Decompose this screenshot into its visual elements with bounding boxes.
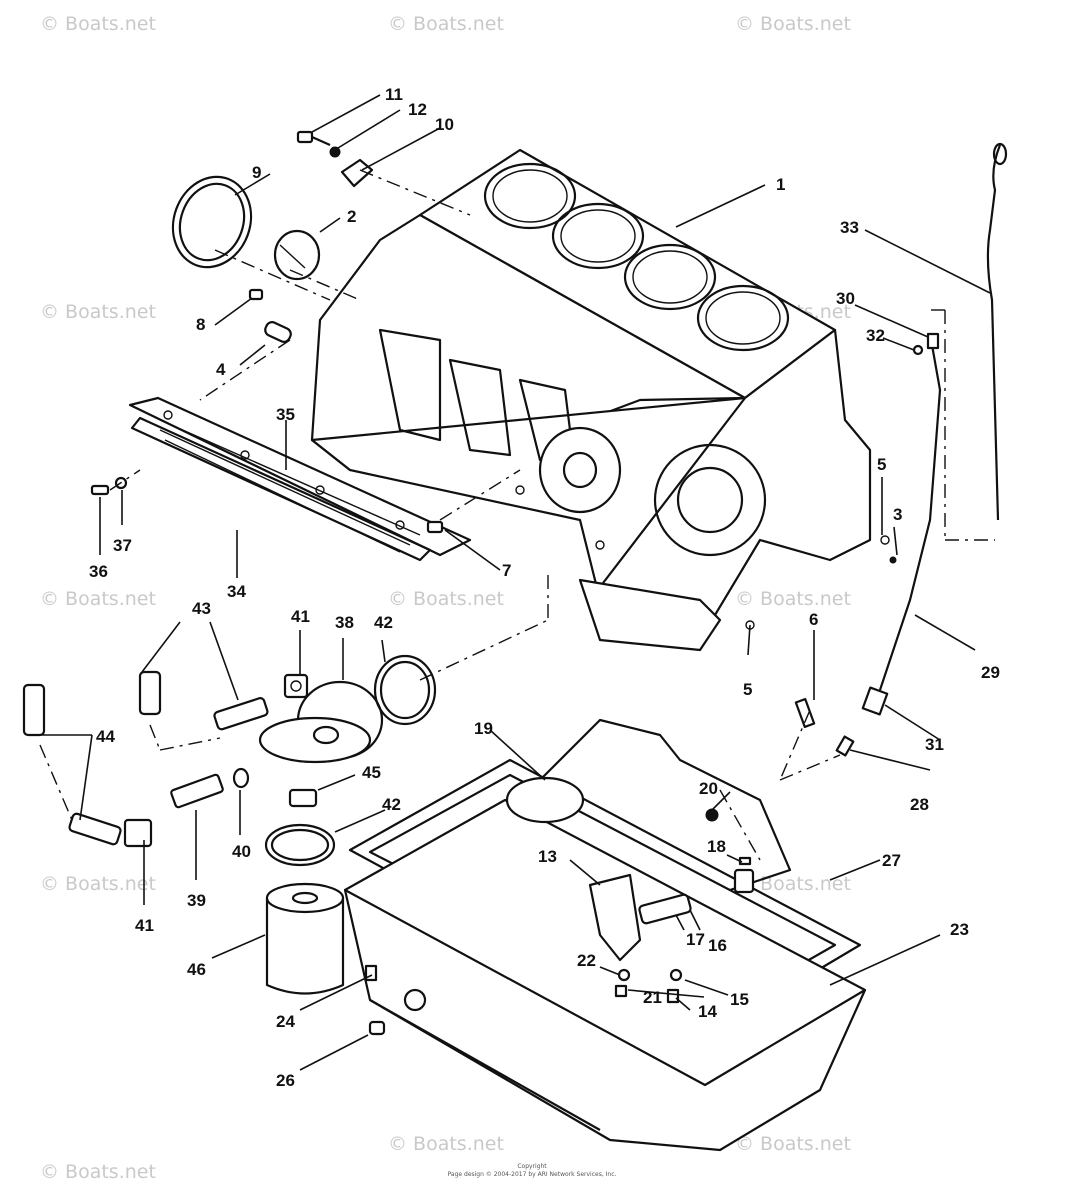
callout-26: 26 — [276, 1071, 295, 1090]
nipple-39-part — [170, 773, 224, 809]
watermark-3: © Boats.net — [735, 13, 851, 35]
callout-44: 44 — [96, 727, 115, 746]
watermark-14: © Boats.net — [735, 1133, 851, 1155]
callout-10: 10 — [435, 115, 454, 134]
callout-31: 31 — [925, 735, 944, 754]
callout-15: 15 — [730, 990, 749, 1009]
expansion-plug-part — [273, 229, 321, 281]
callout-34: 34 — [227, 582, 246, 601]
callout-42-lower: 42 — [382, 795, 401, 814]
callout-30: 30 — [836, 289, 855, 308]
callout-16: 16 — [708, 936, 727, 955]
callout-12: 12 — [408, 100, 427, 119]
oil-filter-46-part — [265, 882, 345, 995]
small-hardware-part — [364, 535, 897, 1036]
callout-35: 35 — [276, 405, 295, 424]
callout-46: 46 — [187, 960, 206, 979]
watermark-7: © Boats.net — [388, 588, 504, 610]
callout-6: 6 — [809, 610, 818, 629]
filter-adapter-38-part — [258, 680, 384, 764]
callout-2: 2 — [347, 207, 356, 226]
callout-28: 28 — [910, 795, 929, 814]
callout-18: 18 — [707, 837, 726, 856]
plug-8-part — [248, 288, 264, 301]
watermark-9: © Boats.net — [40, 873, 156, 895]
callouts: 1 2 3 4 5 5 6 7 8 9 10 11 12 13 14 15 16… — [89, 85, 1000, 1090]
callout-13: 13 — [538, 847, 557, 866]
callout-20: 20 — [699, 779, 718, 798]
screw-36-part — [90, 484, 110, 496]
copyright-footer: Copyright Page design © 2004-2017 by ARI… — [448, 1163, 617, 1178]
side-cover-part — [128, 396, 472, 562]
dowel-4-part — [264, 321, 292, 343]
callout-41-lower: 41 — [135, 916, 154, 935]
callout-21: 21 — [643, 988, 662, 1007]
gasket-42-lower-part — [264, 823, 336, 867]
pickup-tube-19-part — [505, 718, 792, 894]
watermark-4: © Boats.net — [40, 301, 156, 323]
watermark-2: © Boats.net — [388, 13, 504, 35]
callout-40: 40 — [232, 842, 251, 861]
watermark-13: © Boats.net — [388, 1133, 504, 1155]
phantom-lines — [39, 169, 995, 861]
oil-pump-13-part — [588, 873, 692, 962]
callout-41-upper: 41 — [291, 607, 310, 626]
watermark-8: © Boats.net — [735, 588, 851, 610]
rear-main-seal-part — [171, 175, 253, 269]
switch-44-part — [22, 683, 122, 846]
callout-1: 1 — [776, 175, 785, 194]
watermark-6: © Boats.net — [40, 588, 156, 610]
washer-37-part — [114, 476, 128, 490]
callout-45: 45 — [362, 763, 381, 782]
plug-45-part — [288, 788, 318, 808]
callout-23: 23 — [950, 920, 969, 939]
sender-43-part — [138, 670, 269, 731]
oil-pan-23-part — [343, 798, 867, 1152]
callout-38: 38 — [335, 613, 354, 632]
callout-14: 14 — [698, 1002, 717, 1021]
callout-22: 22 — [577, 951, 596, 970]
screw-7-part — [426, 520, 444, 534]
callout-32: 32 — [866, 326, 885, 345]
watermark-12: © Boats.net — [40, 1161, 156, 1183]
callout-5-lower: 5 — [743, 680, 752, 699]
callout-37: 37 — [113, 536, 132, 555]
callout-29: 29 — [981, 663, 1000, 682]
callout-19: 19 — [474, 719, 493, 738]
copyright-line-2: Page design © 2004-2017 by ARI Network S… — [448, 1171, 617, 1178]
callout-24: 24 — [276, 1012, 295, 1031]
callout-33: 33 — [840, 218, 859, 237]
washer-12-part — [329, 146, 341, 158]
callout-17: 17 — [686, 930, 705, 949]
callout-42-upper: 42 — [374, 613, 393, 632]
callout-3: 3 — [893, 505, 902, 524]
engine-block-part — [310, 148, 872, 652]
oring-40-part — [232, 767, 250, 789]
callout-8: 8 — [196, 315, 205, 334]
dipstick-tube-29-part — [835, 332, 942, 757]
callout-11: 11 — [385, 85, 403, 104]
callout-9: 9 — [252, 163, 261, 182]
watermark-1: © Boats.net — [40, 13, 156, 35]
callout-39: 39 — [187, 891, 206, 910]
callout-7: 7 — [502, 561, 511, 580]
screw-11-part — [296, 130, 331, 147]
callout-4: 4 — [216, 360, 226, 379]
callout-5: 5 — [877, 455, 886, 474]
gasket-42-upper-part — [373, 654, 437, 726]
fitting-41-lower-part — [123, 818, 153, 848]
bracket-10-part — [340, 158, 374, 188]
dipstick-33-part — [986, 142, 1008, 521]
callout-27: 27 — [882, 851, 901, 870]
callout-43: 43 — [192, 599, 211, 618]
fitting-41-upper-part — [283, 673, 309, 699]
copyright-line-1: Copyright — [517, 1163, 547, 1170]
leader-lines — [40, 94, 991, 1071]
callout-36: 36 — [89, 562, 108, 581]
